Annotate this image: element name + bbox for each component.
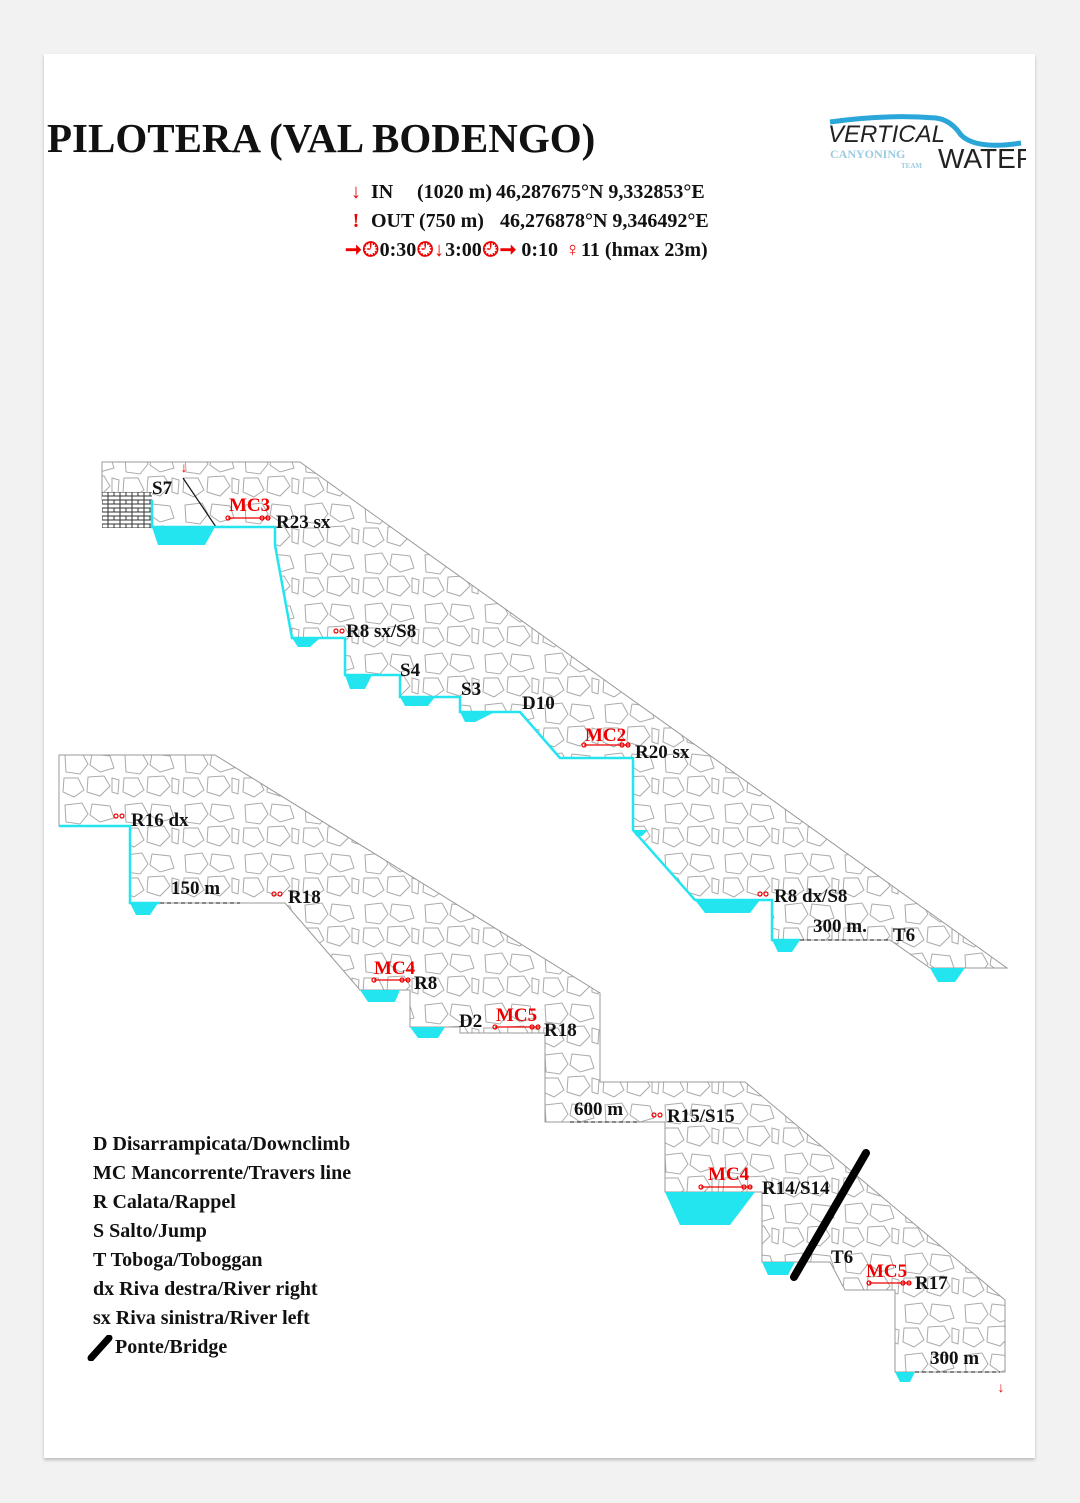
svg-text:VERTICAL: VERTICAL: [828, 121, 945, 148]
legend-bridge-label: Ponte/Bridge: [115, 1336, 228, 1358]
label-r8: R8: [414, 973, 437, 994]
return-time: 0:10: [521, 239, 559, 261]
label-600m: 600 m: [574, 1099, 623, 1120]
label-mc3: MC3: [229, 495, 270, 516]
label-r17: R17: [915, 1273, 948, 1294]
bridge-icon: [87, 1334, 113, 1361]
times-row: ➞ 🕘︎ 0:30 🕘︎ ↓ 3:00 🕘︎ ➞ 0:10 ♀ 11 (hmax…: [345, 236, 709, 265]
label-r23: R23 sx: [276, 512, 331, 533]
label-mc4: MC4: [374, 958, 416, 979]
out-coords: 46,276878°N 9,346492°E: [499, 210, 709, 232]
label-t6b: T6: [831, 1247, 853, 1268]
label-r15: R15/S15: [667, 1106, 735, 1127]
label-r20: R20 sx: [635, 742, 690, 763]
page-title: PILOTERA (VAL BODENGO): [47, 115, 596, 161]
in-label: IN: [371, 181, 394, 203]
label-d2: D2: [459, 1011, 482, 1032]
approach-time: 0:30: [379, 239, 417, 261]
anchors-section1: [225, 515, 769, 897]
section2-pools: [130, 903, 915, 1382]
section1-pools: [152, 527, 965, 982]
wall-brick: [102, 492, 152, 528]
approach-arrow-icon: ➞: [345, 239, 362, 261]
exit-marker-icon: !: [352, 210, 360, 232]
label-r16: R16 dx: [131, 810, 189, 831]
legend-item-bridge: Ponte/Bridge: [87, 1333, 351, 1362]
in-altitude: (1020 m): [417, 181, 492, 203]
anchor-icon: ♀: [565, 239, 581, 261]
label-r8-dx: R8 dx/S8: [774, 886, 847, 907]
bridge-icon: [790, 1149, 870, 1281]
clock-icon: 🕘︎: [482, 239, 499, 261]
legend-item: R Calata/Rappel: [93, 1191, 236, 1213]
svg-text:CANYONING: CANYONING: [830, 147, 905, 161]
in-coords: 46,287675°N 9,332853°E: [495, 181, 705, 203]
label-s3: S3: [461, 679, 481, 700]
rappel-count: 11 (hmax 23m): [581, 239, 708, 261]
legend-item: S Salto/Jump: [93, 1220, 207, 1242]
label-s4: S4: [400, 660, 421, 681]
clock-icon: 🕘︎: [417, 239, 434, 261]
label-mc5: MC5: [496, 1005, 537, 1026]
out-label: OUT (750 m): [371, 210, 484, 232]
legend: D Disarrampicata/Downclimb MC Mancorrent…: [87, 1130, 352, 1362]
legend-item: D Disarrampicata/Downclimb: [93, 1133, 351, 1155]
entry-arrow-icon: ↓: [351, 181, 361, 203]
descent-arrow-icon: ↓: [434, 239, 445, 261]
label-r18b: R18: [544, 1020, 577, 1041]
access-info: ↓ IN (1020 m) 46,287675°N 9,332853°E ! O…: [345, 178, 709, 265]
label-r8-sx: R8 sx/S8: [346, 621, 416, 642]
label-150m: 150 m: [171, 878, 220, 899]
label-mc2: MC2: [585, 725, 626, 746]
descent-time: 3:00: [445, 239, 482, 261]
clock-icon: 🕘︎: [362, 239, 379, 261]
legend-item: dx Riva destra/River right: [93, 1278, 318, 1300]
label-r18: R18: [288, 887, 321, 908]
return-arrow-icon: ➞: [499, 239, 517, 261]
exit-marker-icon: ↓: [998, 1381, 1005, 1396]
legend-item: T Toboga/Toboggan: [93, 1249, 263, 1271]
exit-row: ! OUT (750 m) 46,276878°N 9,346492°E: [345, 207, 709, 236]
logo: VERTICAL CANYONING TEAM WATER: [828, 114, 1026, 172]
label-300m: 300 m.: [813, 916, 867, 937]
entry-marker-icon: ↓: [181, 461, 188, 476]
svg-text:TEAM: TEAM: [901, 162, 922, 170]
entry-row: ↓ IN (1020 m) 46,287675°N 9,332853°E: [345, 178, 709, 207]
anchors-section2: [113, 813, 912, 1286]
label-300m-b: 300 m: [930, 1348, 979, 1369]
legend-item: sx Riva sinistra/River left: [93, 1307, 310, 1329]
label-d10: D10: [522, 693, 555, 714]
label-mc5b: MC5: [866, 1261, 907, 1282]
label-mc4b: MC4: [708, 1164, 750, 1185]
legend-item: MC Mancorrente/Travers line: [93, 1162, 352, 1184]
label-t6: T6: [893, 925, 915, 946]
label-r14: R14/S14: [762, 1178, 830, 1199]
label-s7: S7: [152, 478, 173, 499]
svg-text:WATER: WATER: [938, 143, 1026, 172]
